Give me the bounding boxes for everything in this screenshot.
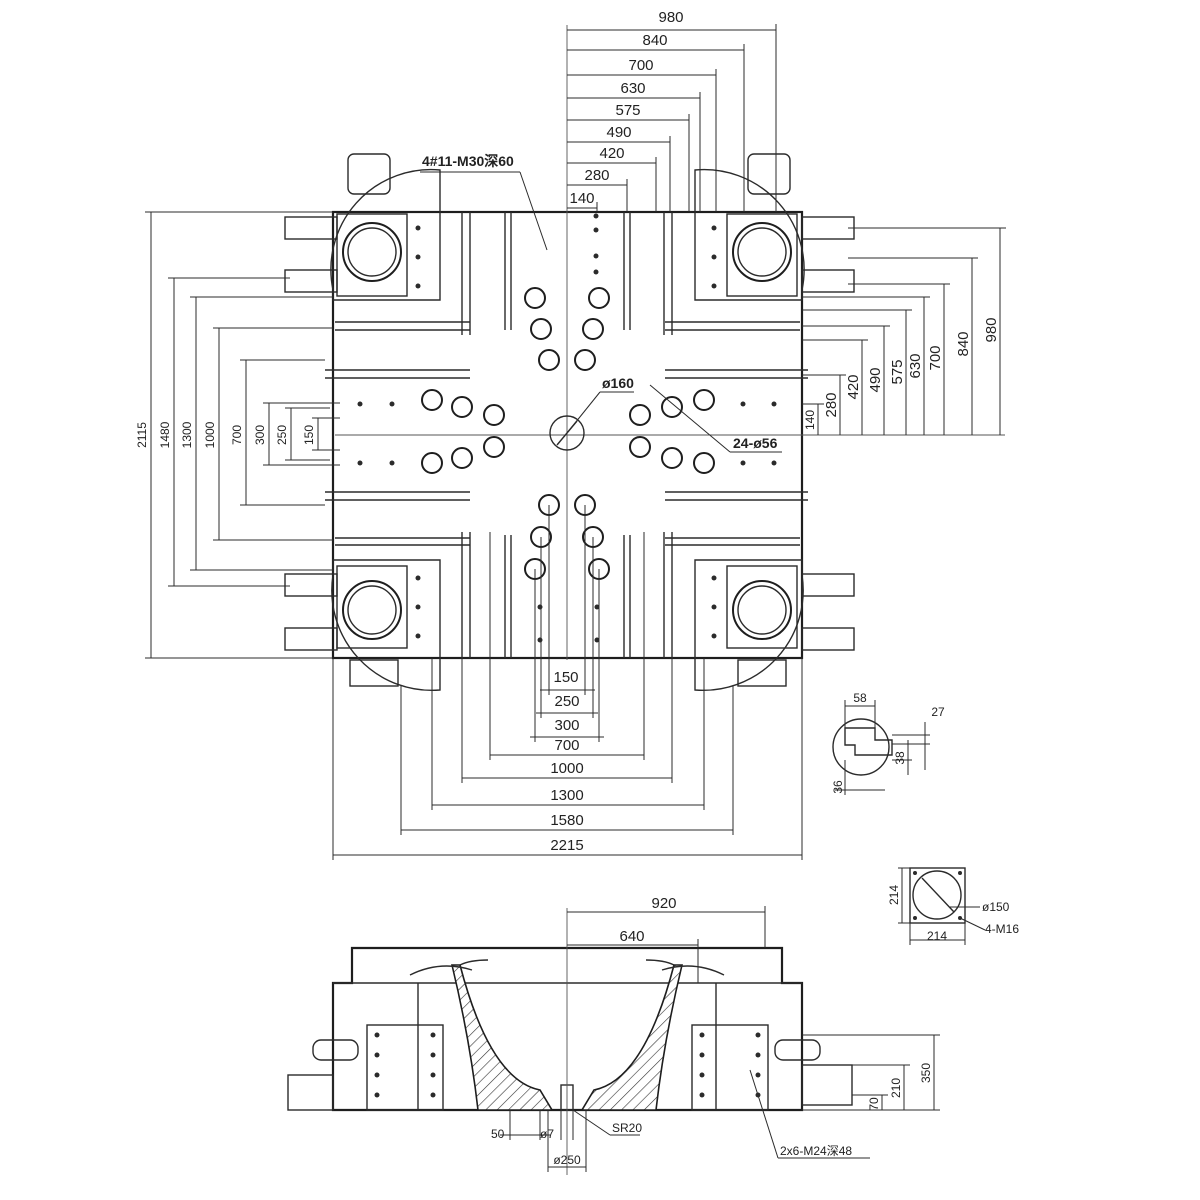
dim-700-bottom: 700: [554, 737, 579, 754]
tslot-depth: 27: [931, 705, 945, 719]
dim-2115-left: 2115: [135, 422, 149, 448]
dim-140-right: 140: [803, 410, 817, 430]
tslot-detail: 58 27 38 36: [831, 691, 945, 795]
dim-490-right: 490: [867, 367, 884, 392]
dim-1300-left: 1300: [180, 421, 194, 448]
dim-700-right: 700: [927, 345, 944, 370]
dim-1000-bottom: 1000: [550, 760, 583, 777]
dim-250-bottom: 250: [554, 693, 579, 710]
ejector-bore: ø150: [982, 900, 1010, 914]
dim-980-right: 980: [983, 317, 1000, 342]
dim-1300-bottom: 1300: [550, 787, 583, 804]
t-slots: [325, 212, 808, 658]
note-holes: 24-ø56: [733, 435, 778, 451]
ejector-screws: 4-M16: [985, 922, 1019, 936]
left-dimensions: 2115 1480 1300 1000 700 300 250 150: [135, 211, 340, 659]
tslot-width: 58: [853, 691, 867, 705]
section-dim-920: 920: [651, 895, 676, 912]
platen-notes: 4#11-M30深60 ø160 24-ø56: [420, 153, 782, 453]
tie-bar-boss-bottom-right: [694, 559, 855, 692]
dim-280-right: 280: [823, 392, 840, 417]
section-dim-210: 210: [889, 1078, 903, 1098]
dim-1000-left: 1000: [203, 421, 217, 448]
dim-150-left: 150: [302, 425, 316, 445]
dim-300-left: 300: [253, 425, 267, 445]
section-dim-50: 50: [491, 1127, 505, 1141]
dim-700-left: 700: [230, 425, 244, 445]
tie-bar-boss-bottom-left: [284, 559, 441, 692]
section-sphere: SR20: [612, 1121, 642, 1135]
section-pin-dia: ø7: [540, 1127, 554, 1141]
dim-630-top: 630: [620, 80, 645, 97]
tie-bar-boss-top-right: [694, 153, 855, 301]
tslot-lip: 36: [831, 780, 845, 794]
dim-490-top: 490: [606, 124, 631, 141]
dim-840-top: 840: [642, 32, 667, 49]
right-dimensions: 980 840 700 630 575 490 420 280 140: [802, 227, 1006, 435]
bottom-dimensions: 150 250 300 700 1000 1300 1580 2215: [332, 505, 803, 860]
dim-420-right: 420: [845, 374, 862, 399]
dim-980-top: 980: [658, 9, 683, 26]
dim-575-top: 575: [615, 102, 640, 119]
dim-140-top: 140: [569, 190, 594, 207]
note-tapped-holes: 4#11-M30深60: [422, 153, 514, 169]
dim-420-top: 420: [599, 145, 624, 162]
ejector-size-v: 214: [887, 885, 901, 905]
section-dim-350: 350: [919, 1063, 933, 1083]
section-dim-640: 640: [619, 928, 644, 945]
dim-300-bottom: 300: [554, 717, 579, 734]
tslot-slot: 38: [893, 751, 907, 765]
dim-280-top: 280: [584, 167, 609, 184]
ejector-detail: 214 214 ø150 4-M16: [887, 867, 1019, 945]
section-locating-ring: ø250: [553, 1153, 581, 1167]
section-dim-70: 70: [867, 1097, 881, 1111]
dim-630-right: 630: [907, 353, 924, 378]
dim-575-right: 575: [889, 359, 906, 384]
dim-250-left: 250: [275, 425, 289, 445]
dim-1480-left: 1480: [158, 421, 172, 448]
top-dimensions: 980 840 700 630 575 490 420 280 140: [567, 9, 777, 212]
ejector-size-h: 214: [927, 929, 947, 943]
dim-2215-bottom: 2215: [550, 837, 583, 854]
dim-150-bottom: 150: [553, 669, 578, 686]
note-center-hole: ø160: [602, 375, 634, 391]
section-bolt-note: 2x6-M24深48: [780, 1144, 852, 1158]
platen-front-view: 980 840 700 630 575 490 420 280 140 980 …: [135, 9, 1006, 860]
platen-section-view: 920 640 350 210 70 50 ø7 SR20 ø250 2x6-M…: [287, 895, 940, 1175]
dim-700-top: 700: [628, 57, 653, 74]
dim-1580-bottom: 1580: [550, 812, 583, 829]
dim-840-right: 840: [955, 331, 972, 356]
tie-bar-boss-top-left: [284, 153, 441, 301]
